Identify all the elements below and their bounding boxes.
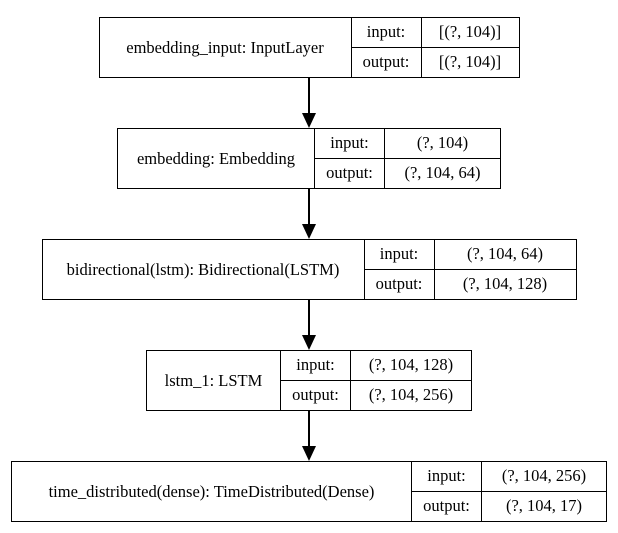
input-shape: (?, 104, 64) — [434, 240, 576, 270]
output-shape: (?, 104, 128) — [462, 274, 548, 294]
layer-name: lstm_1: LSTM — [147, 351, 281, 410]
output-shape: (?, 104, 256) — [368, 385, 454, 405]
arrow-down-icon — [302, 78, 316, 128]
input-shape: (?, 104, 128) — [351, 351, 471, 381]
node-embedding: embedding: Embedding input: (?, 104) out… — [117, 128, 501, 189]
io-table: input: (?, 104) output: (?, 104, 64) — [315, 129, 500, 188]
output-shape: (?, 104, 17) — [505, 496, 583, 516]
output-label: output: — [281, 380, 351, 410]
io-table: input: (?, 104, 256) output: (?, 104, 17… — [412, 462, 606, 521]
layer-name: time_distributed(dense): TimeDistributed… — [12, 462, 412, 521]
arrow-head — [302, 335, 316, 350]
arrow-down-icon — [302, 300, 316, 350]
io-table: input: [(?, 104)] output: [(?, 104)] — [351, 18, 519, 77]
arrow-down-icon — [302, 189, 316, 239]
arrow-line — [308, 411, 310, 446]
input-label: input: — [364, 240, 435, 270]
output-label: output: — [315, 158, 385, 188]
arrow-line — [308, 78, 310, 113]
input-label: input: — [351, 18, 422, 48]
input-label: input: — [315, 129, 385, 159]
input-label: input: — [412, 462, 482, 492]
output-shape: (?, 104, 64) — [404, 163, 481, 183]
io-table: input: (?, 104, 64) output: (?, 104, 128… — [364, 240, 576, 299]
arrow-line — [308, 189, 310, 224]
output-shape: [(?, 104)] — [438, 52, 502, 72]
output-label: output: — [412, 491, 482, 521]
output-label: output: — [352, 47, 422, 77]
arrow-down-icon — [302, 411, 316, 461]
node-bidirectional-lstm: bidirectional(lstm): Bidirectional(LSTM)… — [41, 239, 577, 300]
input-shape: (?, 104) — [385, 129, 500, 159]
node-time-distributed-dense: time_distributed(dense): TimeDistributed… — [11, 461, 607, 522]
input-shape: [(?, 104)] — [421, 18, 519, 48]
input-shape: (?, 104, 256) — [482, 462, 606, 492]
layer-name: bidirectional(lstm): Bidirectional(LSTM) — [43, 240, 365, 299]
io-table: input: (?, 104, 128) output: (?, 104, 25… — [281, 351, 471, 410]
layer-name: embedding_input: InputLayer — [100, 18, 352, 77]
node-embedding-input: embedding_input: InputLayer input: [(?, … — [98, 17, 520, 78]
input-label: input: — [281, 351, 351, 381]
output-label: output: — [365, 269, 435, 299]
arrow-head — [302, 446, 316, 461]
arrow-head — [302, 224, 316, 239]
arrow-head — [302, 113, 316, 128]
arrow-line — [308, 300, 310, 335]
layer-name: embedding: Embedding — [118, 129, 315, 188]
node-lstm-1: lstm_1: LSTM input: (?, 104, 128) output… — [146, 350, 472, 411]
